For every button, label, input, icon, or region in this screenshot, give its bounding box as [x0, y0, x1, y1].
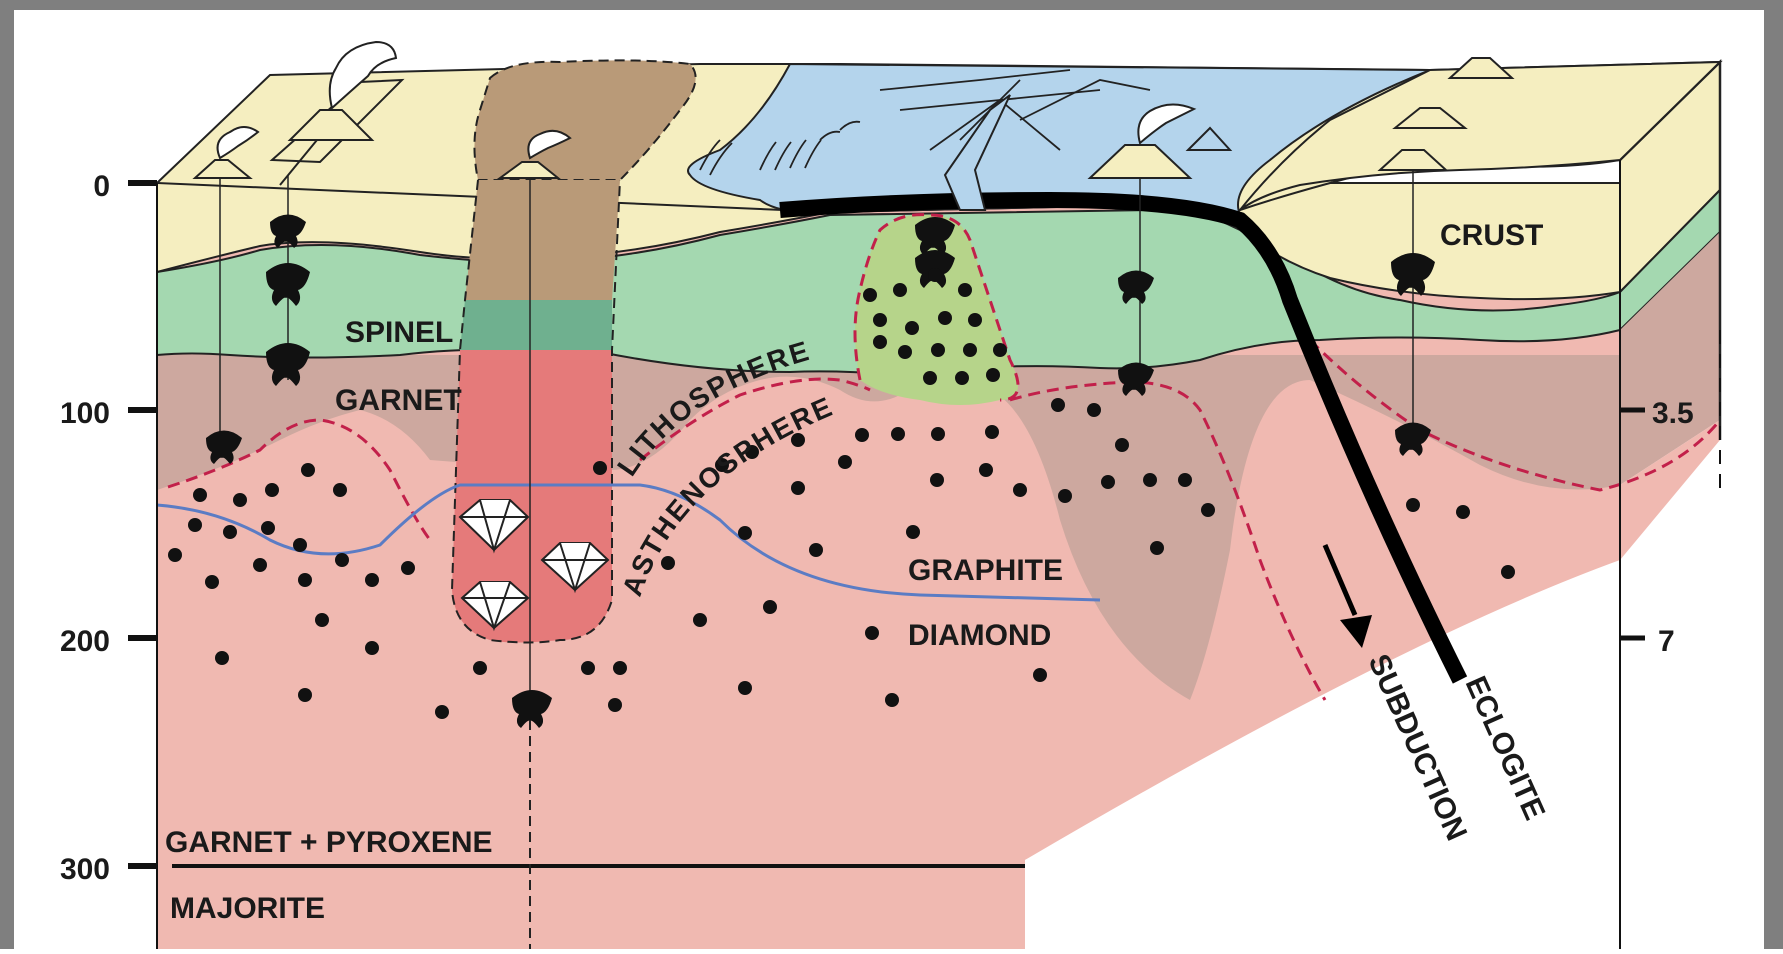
depth-label-200: 200 — [60, 625, 110, 658]
label-spinel: SPINEL — [345, 316, 453, 349]
depth-label-100: 100 — [60, 397, 110, 430]
craton-root-upper — [465, 180, 620, 300]
label-graphite: GRAPHITE — [908, 554, 1063, 587]
label-garnet-pyroxene: GARNET + PYROXENE — [165, 826, 493, 859]
pressure-label-7: 7 — [1658, 625, 1675, 658]
pressure-label-3-5: 3.5 — [1652, 397, 1694, 430]
label-majorite: MAJORITE — [170, 892, 325, 925]
depth-label-0: 0 — [93, 170, 110, 203]
spinel-window — [460, 300, 612, 350]
label-diamond: DIAMOND — [908, 619, 1051, 652]
label-garnet: GARNET — [335, 384, 462, 417]
label-crust: CRUST — [1440, 219, 1543, 252]
depth-label-300: 300 — [60, 853, 110, 886]
